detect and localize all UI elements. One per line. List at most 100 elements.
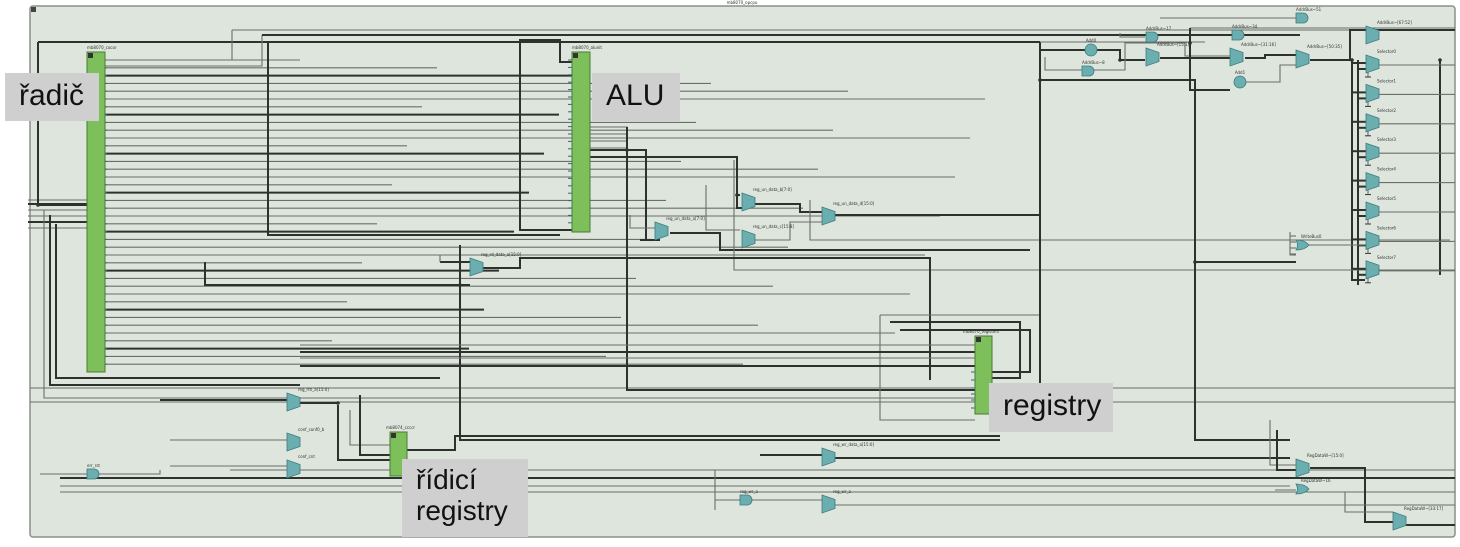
- label-control-registers-line2: registry: [416, 494, 508, 526]
- selector4-mux[interactable]: [1365, 172, 1380, 192]
- and-addrbus-8-and-gate[interactable]: [1081, 65, 1095, 77]
- mux-alu-d-mux[interactable]: [821, 206, 836, 226]
- selector3-mux[interactable]: [1365, 142, 1380, 162]
- mux-addrbus-31-16-label: AddrBus~[31:16]: [1241, 42, 1276, 47]
- mux-cnt-label: conf_cnt: [298, 454, 315, 459]
- add1-adder[interactable]: [1233, 75, 1247, 89]
- add0-adder[interactable]: [1084, 43, 1098, 57]
- mux-addrbus-15-1-mux[interactable]: [1145, 47, 1160, 67]
- selector6-label: Selector6: [1377, 225, 1396, 230]
- wire-junction: [1038, 78, 1042, 82]
- bus-wire: [459, 245, 1000, 441]
- wire-junction: [625, 148, 629, 152]
- wire-junction: [1193, 260, 1197, 264]
- block-expand-icon[interactable]: [976, 337, 981, 342]
- and-addrbus-51-and-gate[interactable]: [1295, 12, 1309, 24]
- bus-wire: [204, 262, 470, 286]
- block-expand-icon[interactable]: [573, 53, 578, 58]
- mux-alu-b-mux[interactable]: [741, 192, 756, 212]
- bus-wire: [890, 321, 1021, 379]
- mux-wr-a-mux[interactable]: [821, 494, 836, 514]
- alu-block[interactable]: [571, 51, 591, 233]
- registers-block-name: mb8070_registers: [963, 329, 999, 334]
- mux-conf-label: conf_conf0_b: [298, 427, 325, 432]
- block-expand-icon[interactable]: [88, 53, 93, 58]
- signal-wire: [200, 254, 441, 262]
- mux-rtn-mux[interactable]: [286, 392, 301, 412]
- selector6-mux[interactable]: [1365, 230, 1380, 250]
- gate-wr-a-and-gate[interactable]: [739, 494, 753, 506]
- frame-collapse-icon[interactable]: [31, 7, 36, 12]
- mux-regdataw-15-0-mux[interactable]: [1295, 458, 1310, 478]
- add1-label: Add1: [1235, 70, 1246, 75]
- alu-block-name: mb8070_alunit: [572, 45, 602, 50]
- bus-wire: [1040, 79, 1290, 441]
- mux-wr-data-label: reg_wr_data_a[15:0]: [833, 442, 874, 447]
- signal-wire: [629, 215, 655, 229]
- wires: [28, 17, 1455, 526]
- mux-alu-a-mux[interactable]: [654, 221, 669, 241]
- bus-wire: [1091, 49, 1145, 61]
- mux-conf-mux[interactable]: [286, 432, 301, 452]
- bus-wire: [1310, 29, 1455, 61]
- signal-wire: [809, 200, 1450, 241]
- or-regdataw-16-label: RegDataW~16: [1301, 478, 1331, 483]
- selector7-mux[interactable]: [1365, 260, 1380, 280]
- selector3-label: Selector3: [1377, 137, 1396, 142]
- label-alu-text: ALU: [606, 79, 665, 112]
- selector4-label: Selector4: [1377, 167, 1396, 172]
- controller-block-name: mb8070_cocor: [87, 45, 117, 50]
- and-addrbus-17-label: AddrBus~17: [1146, 26, 1172, 31]
- bus-wire: [1245, 54, 1296, 59]
- mux-alu-a-label: reg_un_data_a[7:0]: [666, 216, 705, 221]
- bus-wire: [626, 127, 1030, 391]
- selector0-mux[interactable]: [1365, 54, 1380, 74]
- label-alu: ALU: [592, 73, 680, 121]
- selector1-mux[interactable]: [1365, 83, 1380, 103]
- mux-alu-d-label: reg_un_data_d[15:0]: [833, 201, 875, 206]
- bus-wire: [1189, 28, 1230, 91]
- and-addrbus-34-label: AddrBus~34: [1232, 24, 1258, 29]
- mux-alu-c-mux[interactable]: [741, 229, 756, 249]
- mux-wr-data-mux[interactable]: [821, 447, 836, 467]
- selector7-label: Selector7: [1377, 255, 1396, 260]
- wire-junction: [735, 193, 739, 197]
- wire-junction: [36, 203, 40, 207]
- selector2-mux[interactable]: [1365, 113, 1380, 133]
- and-addrbus-34-and-gate[interactable]: [1231, 29, 1245, 41]
- block-expand-icon[interactable]: [391, 433, 396, 438]
- and-addrbus-8-label: AddrBus~8: [1082, 60, 1105, 65]
- mux-rd-data-mux[interactable]: [469, 257, 484, 277]
- wire-junction: [1188, 41, 1192, 45]
- wire-junction: [336, 401, 340, 405]
- mux-addrbus-50-35-label: AddrBus~[50:35]: [1307, 44, 1342, 49]
- or-writebus-or-gate[interactable]: [1295, 239, 1310, 251]
- signal-wire: [349, 410, 390, 446]
- gate-err-and-gate[interactable]: [86, 468, 100, 480]
- label-control-registers-line1: řídicí: [416, 464, 477, 495]
- signal-wire: [733, 160, 760, 271]
- bus-wire: [482, 257, 931, 380]
- mux-rtn-label: reg_rtn_a[15:0]: [298, 387, 329, 392]
- registers-block[interactable]: [974, 335, 993, 415]
- or-regdataw-16-or-gate[interactable]: [1295, 483, 1310, 495]
- bus-wire: [670, 232, 1030, 251]
- add0-label: Add0: [1086, 38, 1097, 43]
- mux-addrbus-67-52-mux[interactable]: [1365, 25, 1380, 45]
- mux-regdataw-33-17-label: RegDataW~[33:17]: [1404, 506, 1444, 511]
- selector5-mux[interactable]: [1365, 201, 1380, 221]
- bus-wire: [736, 195, 742, 209]
- mux-addrbus-31-16-mux[interactable]: [1229, 47, 1244, 67]
- mux-addrbus-15-1-label: AddrBus~[15:1]: [1157, 42, 1190, 47]
- control-registers-block-name: mb8074_ccccr: [386, 425, 415, 430]
- controller-block[interactable]: [86, 51, 106, 373]
- mux-addrbus-67-52-label: AddrBus~[67:52]: [1377, 20, 1412, 25]
- signal-wire: [1235, 64, 1296, 83]
- and-addrbus-17-and-gate[interactable]: [1145, 31, 1159, 43]
- mux-addrbus-50-35-mux[interactable]: [1295, 49, 1310, 69]
- mux-rd-data-label: reg_rd_data_a[15:0]: [481, 252, 522, 257]
- mux-cnt-mux[interactable]: [286, 459, 301, 479]
- mux-regdataw-33-17-mux[interactable]: [1392, 511, 1407, 531]
- signal-wire: [105, 30, 233, 61]
